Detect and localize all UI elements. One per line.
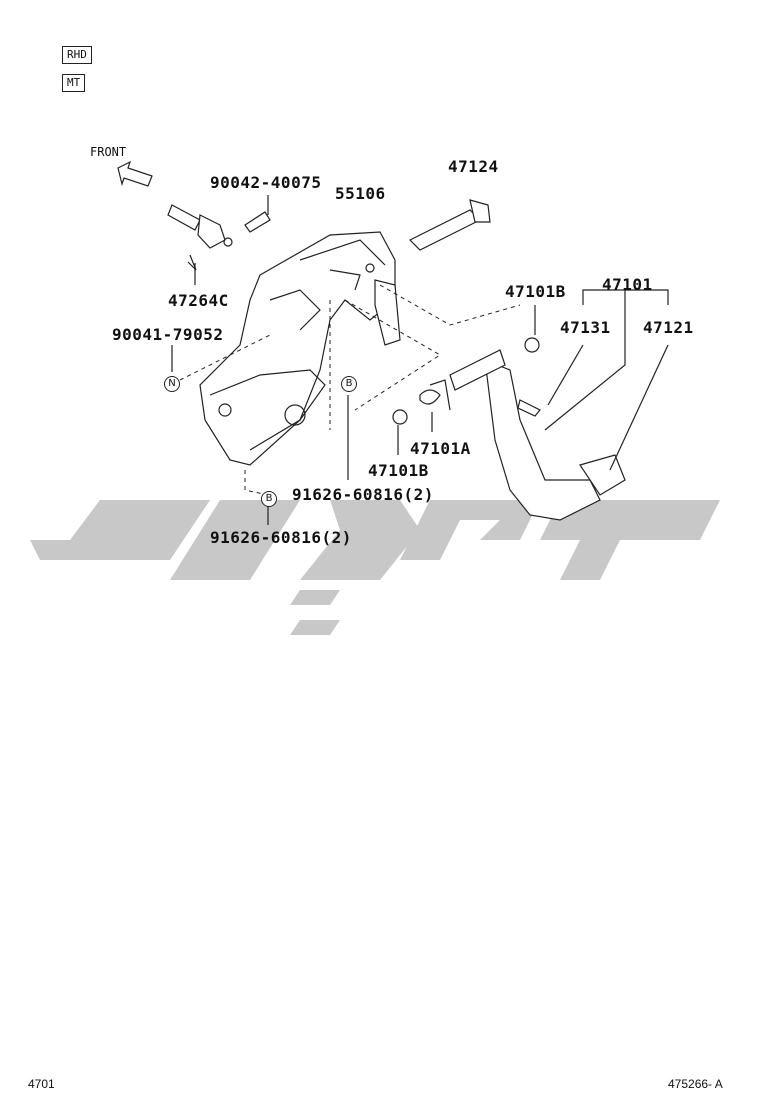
pedal-arm-outline [484,359,601,521]
part-number-47124[interactable]: 47124 [448,157,499,176]
front-label: FRONT [90,145,127,159]
part-number-90041-79052[interactable]: 90041-79052 [112,325,224,344]
part-number-47101a[interactable]: 47101A [410,439,471,458]
rhd-tag: RHD [62,46,92,64]
part-number-91626-60816-upper[interactable]: 91626-60816(2) [292,485,434,504]
marker-b-lower: B [261,491,277,507]
marker-n: N [164,376,180,392]
diagram-lines [117,160,669,525]
part-number-47101[interactable]: 47101 [602,275,653,294]
part-number-91626-60816-lower[interactable]: 91626-60816(2) [210,528,352,547]
pedal-bracket-outline [199,231,396,466]
part-number-47101b-lower[interactable]: 47101B [368,461,429,480]
part-number-90042-40075[interactable]: 90042-40075 [210,173,322,192]
watermark-logo [30,500,720,635]
bolt-47124-shape [408,209,482,251]
mt-tag: MT [62,74,86,92]
part-number-47121[interactable]: 47121 [643,318,694,337]
footer-page-code: 4701 [28,1077,55,1091]
part-number-47131[interactable]: 47131 [560,318,611,337]
footer-figure-code: 475266- A [668,1077,723,1091]
part-number-47101b-upper[interactable]: 47101B [505,282,566,301]
part-number-47264c[interactable]: 47264C [168,291,229,310]
front-arrow-icon [117,160,153,187]
part-number-55106[interactable]: 55106 [335,184,386,203]
marker-b-upper: B [341,376,357,392]
